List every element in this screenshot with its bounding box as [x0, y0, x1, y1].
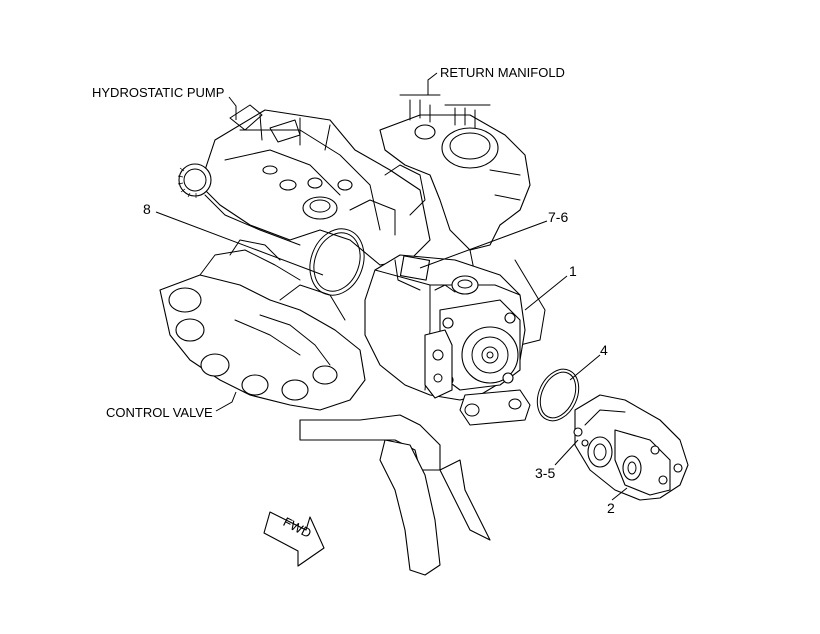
part-1-pump: [364, 254, 531, 426]
return-manifold: [379, 94, 546, 346]
callout-4: 4: [600, 342, 608, 358]
part-2-gear-pump: [573, 394, 689, 501]
control-valve-assembly: [159, 239, 491, 576]
label-control-valve: CONTROL VALVE: [106, 405, 213, 420]
part-8-gasket: [309, 228, 365, 296]
callout-8: 8: [143, 201, 151, 217]
leader-lines: [155, 72, 628, 501]
hydrostatic-pump-assembly: [177, 104, 431, 266]
callout-7-6: 7-6: [548, 209, 568, 225]
callout-1: 1: [569, 263, 577, 279]
forward-arrow: FWD: [263, 511, 325, 567]
label-return-manifold: RETURN MANIFOLD: [440, 65, 565, 80]
callout-3-5: 3-5: [535, 465, 555, 481]
part-4-o-ring: [536, 368, 580, 422]
callout-2: 2: [607, 500, 615, 516]
label-hydrostatic-pump: HYDROSTATIC PUMP: [92, 85, 224, 100]
